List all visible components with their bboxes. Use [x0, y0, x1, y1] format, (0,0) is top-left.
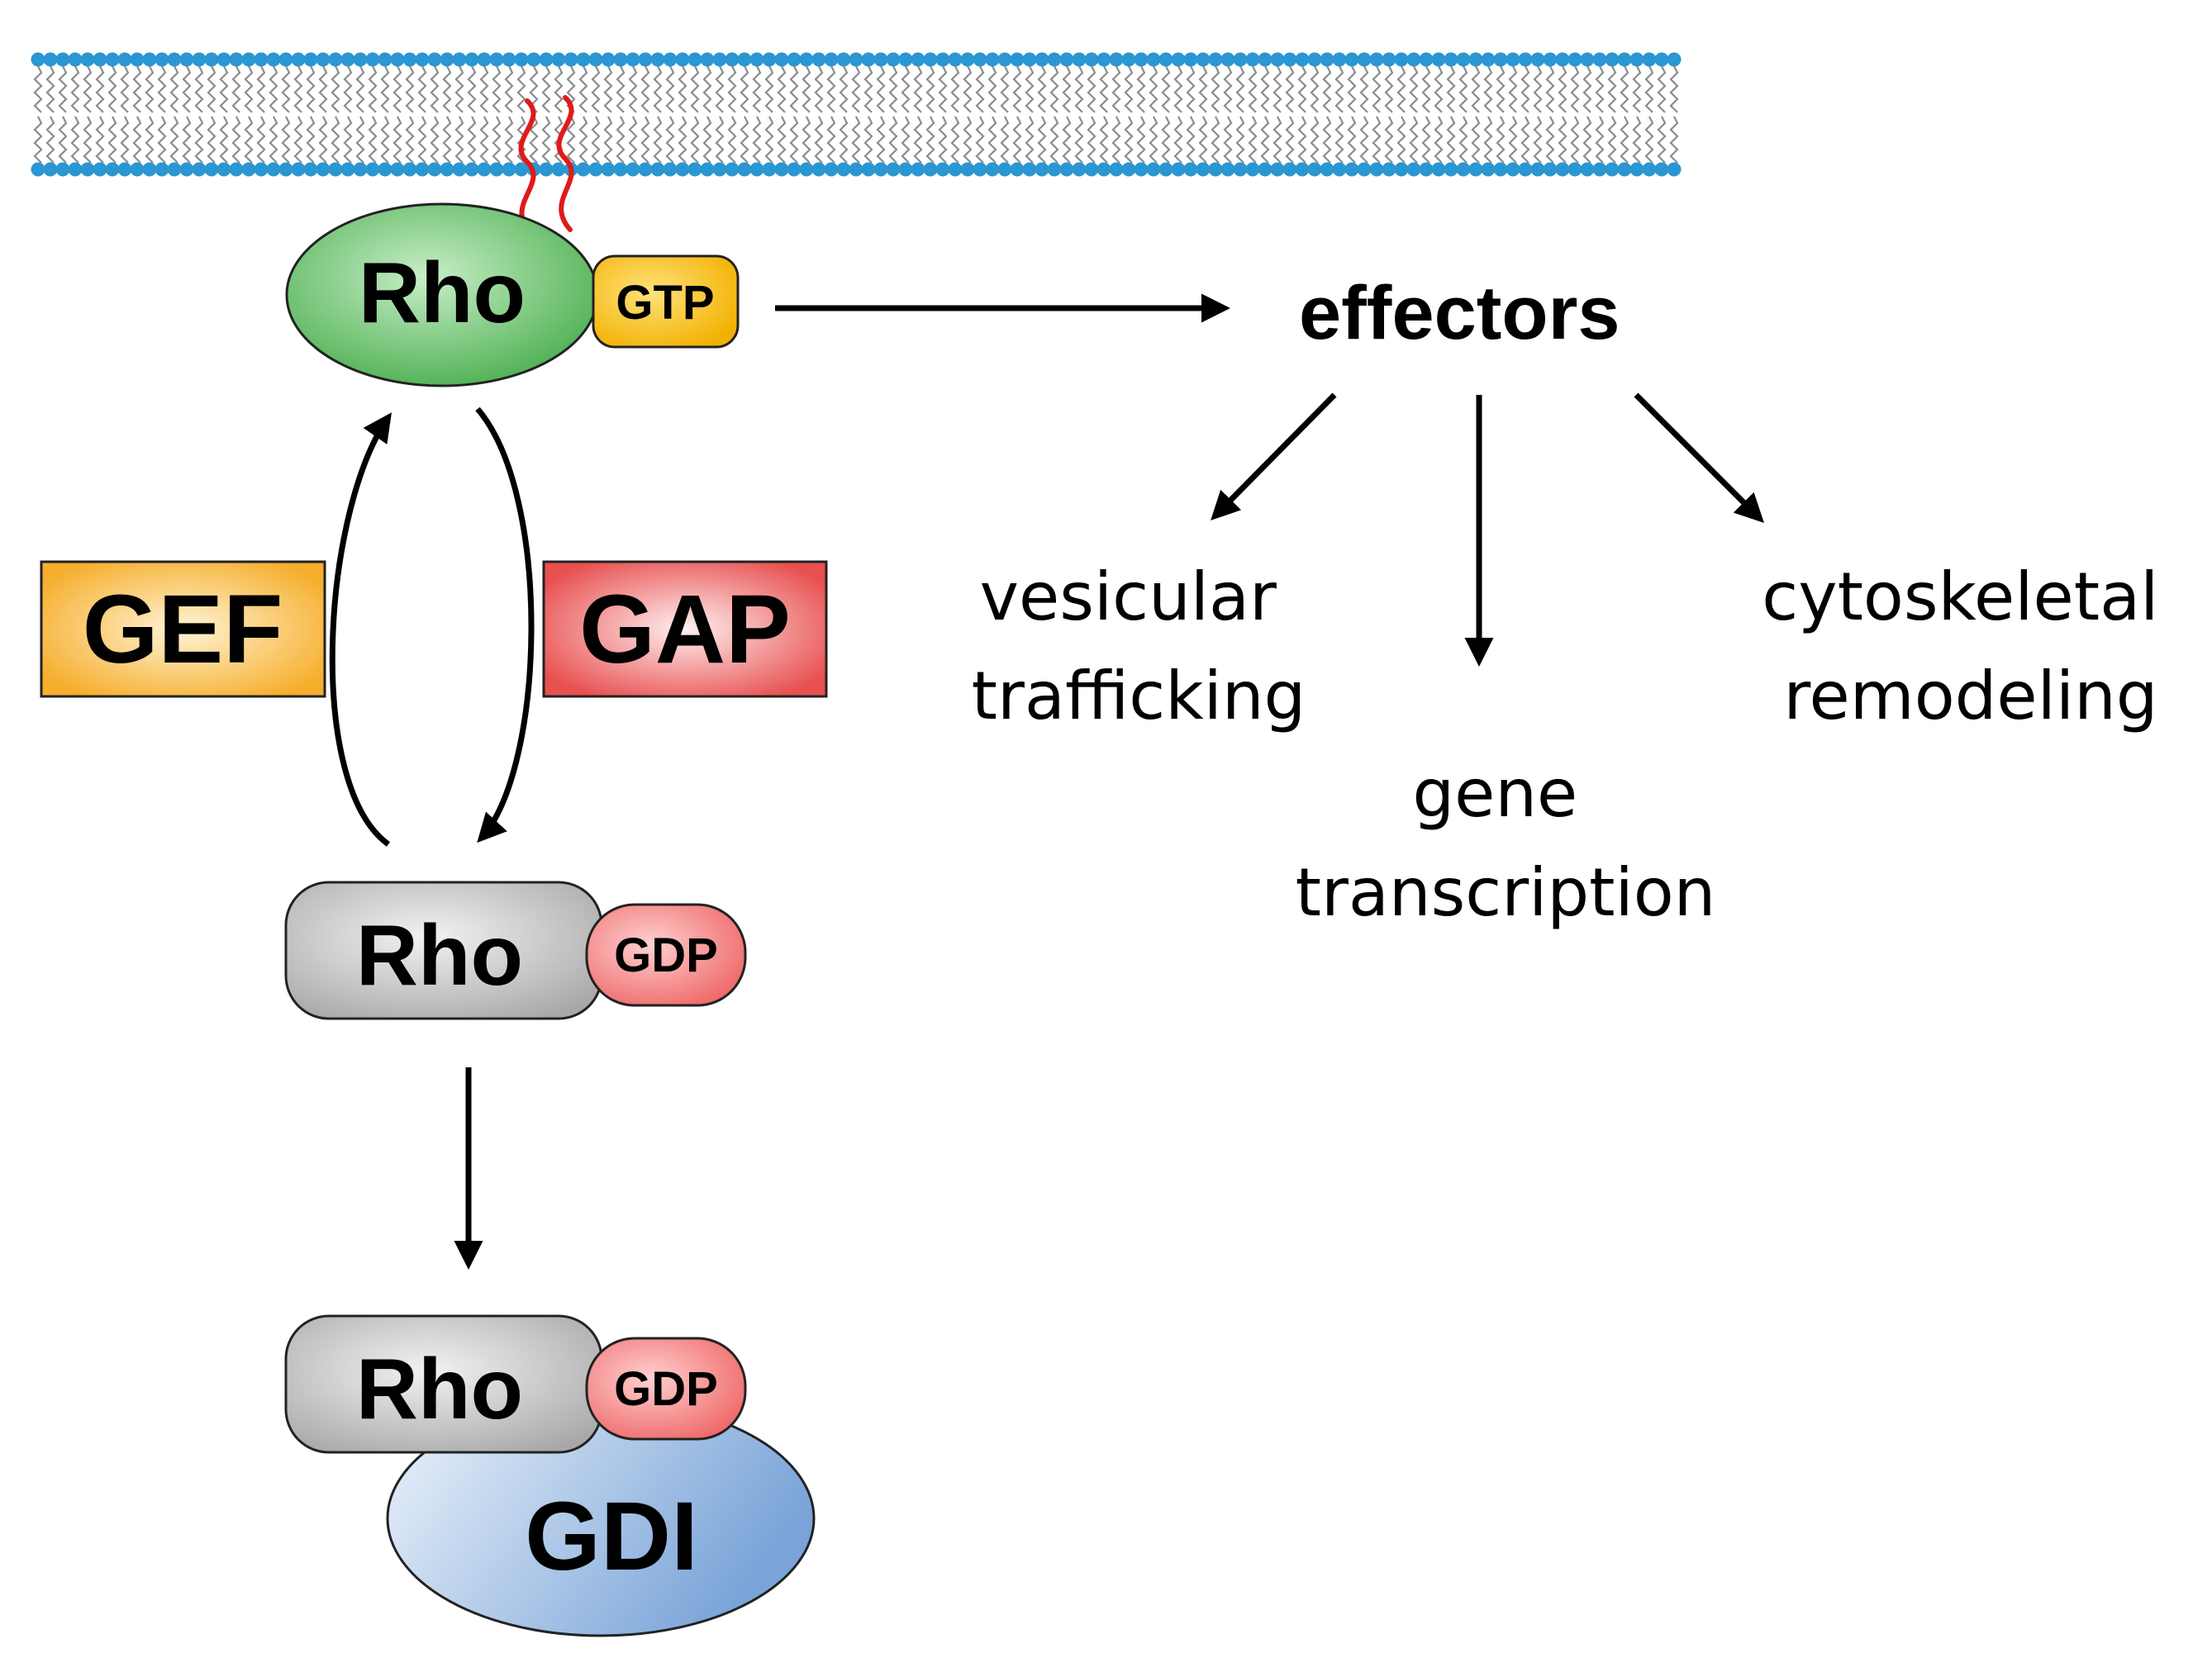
gdp-shape — [585, 903, 747, 1007]
arrow-to-vesicular-trafficking — [1211, 392, 1337, 520]
output-gene-transcription: gene transcription — [1296, 755, 1716, 931]
rho-active-label: Rho — [359, 245, 526, 341]
arrow-to-cytoskeletal-remodeling — [1634, 392, 1764, 523]
arrow-gap-inactivation — [475, 406, 535, 843]
cell-membrane — [31, 52, 1682, 177]
gtp-shape — [592, 254, 740, 349]
membrane-lipid-tails — [33, 65, 1679, 164]
gdi-label: GDI — [525, 1482, 698, 1591]
rho-gdp-gdi-complex: GDI Rho GDP — [284, 1314, 816, 1637]
gtp-label: GTP — [616, 276, 714, 330]
gdp-label: GDP — [614, 929, 718, 982]
effectors-label: effectors — [1299, 271, 1620, 355]
rho-gtp-complex: Rho GTP — [285, 202, 740, 387]
rho-inactive-label: Rho — [356, 908, 523, 1004]
rho-gdi-bound-label: Rho — [356, 1342, 523, 1437]
rho-gdp-complex: Rho GDP — [284, 881, 747, 1020]
arrow-gef-activation — [329, 412, 392, 847]
gap-box: GAP — [542, 560, 828, 698]
lipid-anchor-icon — [518, 95, 574, 234]
gdp-gdi-bound-shape — [585, 1337, 747, 1441]
membrane-lipid-heads — [31, 52, 1682, 177]
output-vesicular-trafficking: vesicular trafficking — [972, 558, 1306, 734]
gef-label: GEF — [83, 575, 283, 684]
gap-label: GAP — [579, 575, 791, 684]
output-cytoskeletal-remodeling: cytoskeletal remodeling — [1762, 558, 2180, 734]
gdp-gdi-bound-label: GDP — [614, 1362, 718, 1416]
gef-box: GEF — [40, 560, 326, 698]
